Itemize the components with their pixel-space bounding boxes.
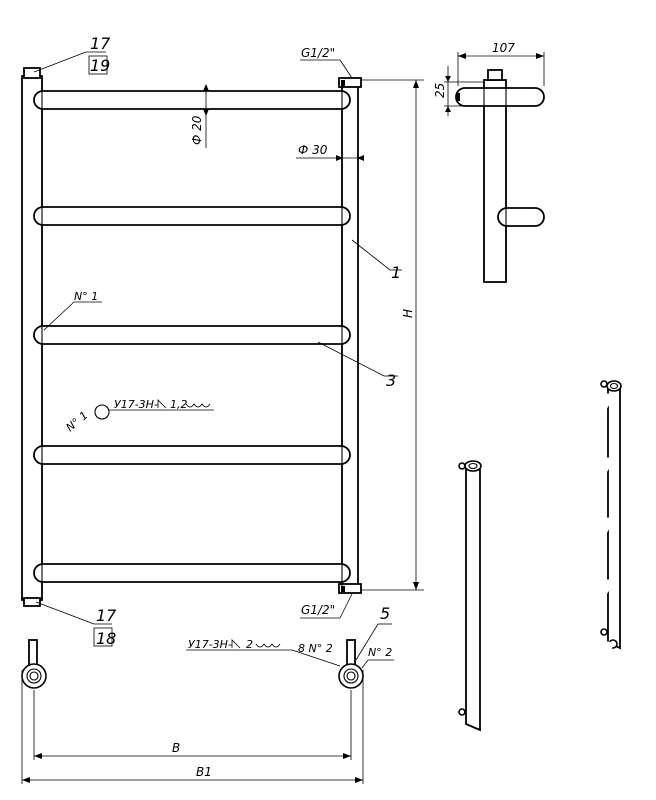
part-5-label: 5 [380, 604, 390, 623]
iso-rung-2 [481, 457, 613, 539]
height-h-label: H [401, 309, 415, 318]
dim-25-label: 25 [433, 83, 447, 98]
rung-5 [33, 563, 351, 583]
left-collector-section [21, 663, 47, 689]
part-17-bottom-label: 17 [96, 606, 117, 625]
iso-rung-3 [481, 517, 613, 601]
weld-no2-a-label: 8 N° 2 [298, 642, 333, 655]
iso-right-collector [607, 384, 621, 650]
rung-1 [33, 90, 351, 110]
top-left-fitting [23, 67, 41, 79]
part-17-top-label: 17 [90, 34, 111, 53]
weld-spec-1-label: У17-3Н- [114, 398, 158, 411]
rung-2 [33, 206, 351, 226]
weld-spec-2-label: У17-3Н- [188, 638, 232, 651]
dia-30-label: Ф 30 [298, 143, 328, 157]
side-view: 107 25 [433, 41, 545, 283]
right-collector-section [338, 663, 364, 689]
weld-no1-b-label: N° 1 [64, 409, 91, 435]
iso-left-collector [465, 464, 481, 732]
dim-b1-label: В1 [196, 765, 212, 779]
part-18-label: 18 [96, 629, 116, 648]
side-vertical-tube [483, 79, 507, 283]
iso-rung-1 [481, 393, 613, 477]
rung-4 [33, 445, 351, 465]
thread-bottom-label: G1/2" [301, 603, 335, 617]
side-lower-arm [497, 207, 545, 227]
top-right-fitting [338, 77, 362, 88]
dim-107-label: 107 [492, 41, 515, 55]
dim-b-label: В [172, 741, 180, 755]
part-3-label: 3 [386, 371, 396, 390]
weld-no1-a-label: N° 1 [74, 290, 98, 303]
isometric-view [458, 380, 622, 732]
weld-size-1-label: 1,2 [170, 398, 188, 411]
top-view: 5 У17-3Н- 2 8 N° 2 N° 2 В В1 [21, 604, 394, 784]
weld-no2-b-label: N° 2 [368, 646, 392, 659]
weld-size-2-label: 2 [246, 638, 253, 651]
dia-20-label: Ф 20 [190, 115, 204, 145]
thread-top-label: G1/2" [301, 46, 335, 60]
part-1-label: 1 [391, 263, 401, 282]
bottom-right-fitting [338, 583, 362, 594]
bottom-left-fitting [23, 597, 41, 607]
part-19-label: 19 [90, 56, 110, 75]
rung-3 [33, 325, 351, 345]
front-view: Ф 20 Ф 30 G1/2" G1/2" H 1 3 17 19 [21, 34, 424, 648]
iso-rung-4 [481, 579, 613, 661]
iso-rung-5 [481, 641, 613, 721]
